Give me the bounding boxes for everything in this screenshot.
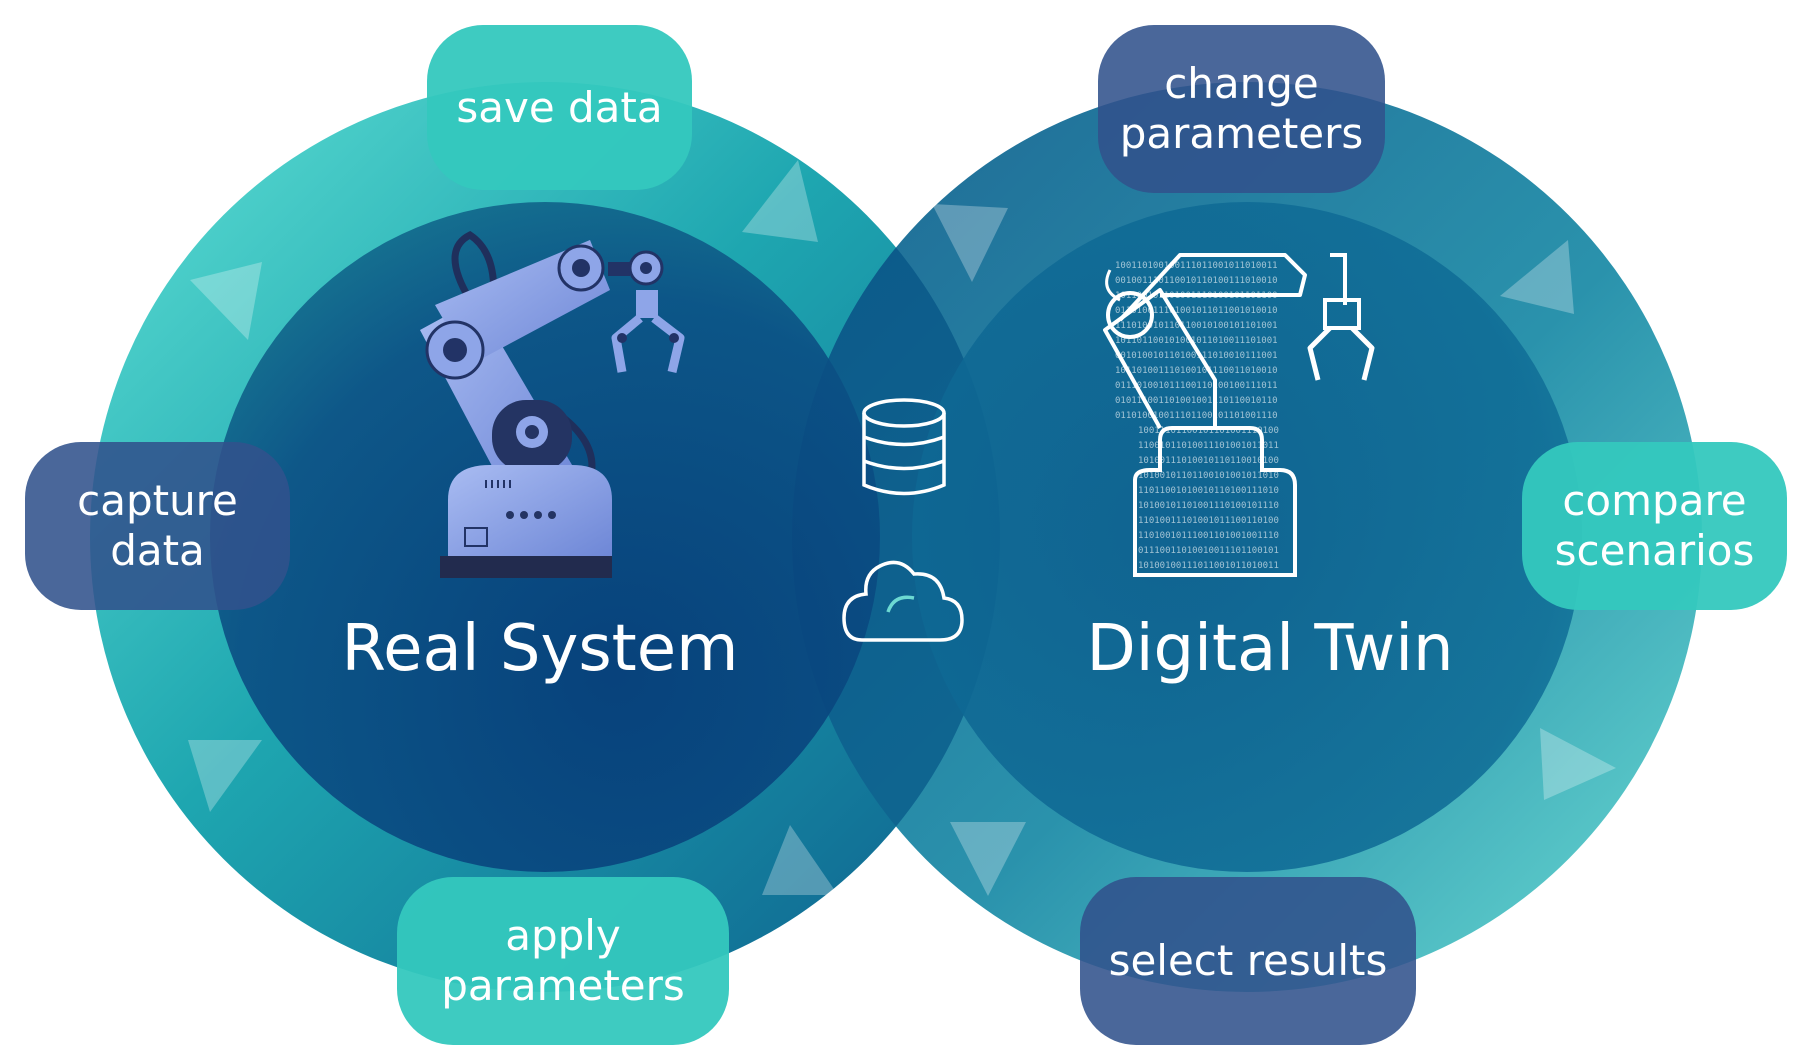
step-change-parameters-label: change parameters — [1119, 59, 1364, 158]
binary-text-line: 011010010011101100101101001110 — [1115, 411, 1278, 421]
step-capture-data-label: capture data — [77, 476, 238, 575]
step-capture-data: capture data — [25, 442, 290, 610]
arrow-right-top — [932, 204, 1008, 282]
binary-text-line: 10100100111011001011010011 — [1138, 561, 1279, 571]
binary-text-line: 101101100101001011010011101001 — [1115, 336, 1278, 346]
step-apply-parameters: apply parameters — [397, 877, 729, 1045]
binary-text-line: 11010011101001011100110100 — [1138, 516, 1279, 526]
arrow-left-lower-right — [762, 825, 838, 895]
arrow-right-lower — [1540, 728, 1616, 800]
binary-text-line: 10011101100101101001110100 — [1138, 426, 1279, 436]
binary-text-line: 011101001011100110100100111011 — [1115, 381, 1278, 391]
binary-text-line: 10100101101001110100101110 — [1138, 501, 1279, 511]
binary-text-line: 001010010110100111010010111001 — [1115, 351, 1278, 361]
arrow-left-lower-left — [188, 740, 262, 812]
step-save-data-label: save data — [456, 82, 663, 132]
right-inner-circle — [912, 202, 1582, 872]
binary-text-line: 011010011101001011011001010010 — [1115, 306, 1278, 316]
binary-text-line: 010111001101001001110110010110 — [1115, 396, 1278, 406]
binary-text-line: 01110011010010011101100101 — [1138, 546, 1279, 556]
binary-text-line: 11011001010010110100111010 — [1138, 486, 1279, 496]
step-compare-scenarios-label: compare scenarios — [1554, 476, 1755, 575]
digital-twin-label: Digital Twin — [1086, 612, 1454, 686]
arrow-right-upper — [1500, 240, 1574, 314]
step-select-results: select results — [1080, 877, 1416, 1045]
step-save-data: save data — [427, 25, 692, 190]
binary-text-line: 001001110110010110100111010010 — [1115, 276, 1278, 286]
digital-robot-arm-icon: 100110100100111011001011010011 0010011101… — [1103, 253, 1375, 577]
arrow-right-bottom — [950, 822, 1026, 896]
binary-text-line: 11010010111001101001001110 — [1138, 531, 1279, 541]
arrow-left-top — [190, 262, 262, 340]
binary-text-line: 111010010110110010100101101001 — [1115, 321, 1278, 331]
robot-arm-icon — [420, 230, 685, 578]
binary-text-line: 10100101101100101001011010 — [1138, 471, 1279, 481]
step-apply-parameters-label: apply parameters — [441, 911, 685, 1010]
cloud-icon — [842, 560, 964, 642]
binary-text-line: 101101001110100101110011010010 — [1115, 366, 1278, 376]
step-compare-scenarios: compare scenarios — [1522, 442, 1787, 610]
real-system-label: Real System — [341, 612, 739, 686]
database-icon — [862, 398, 946, 496]
binary-text-line: 11001011010011101001011011 — [1138, 441, 1279, 451]
step-select-results-label: select results — [1108, 936, 1388, 985]
binary-text-line: 10100111010010110110010100 — [1138, 456, 1279, 466]
step-change-parameters: change parameters — [1098, 25, 1385, 193]
binary-text-line: 100110100100111011001011010011 — [1115, 261, 1278, 271]
arrow-left-upper-right — [742, 160, 818, 242]
